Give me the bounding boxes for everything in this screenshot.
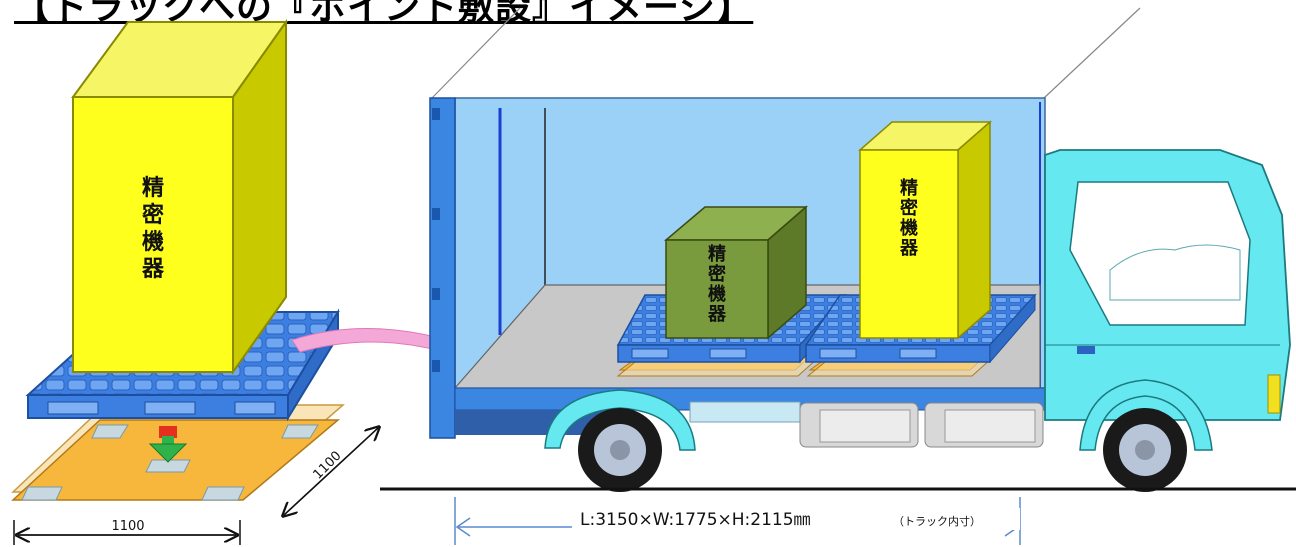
- tall-box-label-4: 器: [899, 238, 919, 259]
- tall-box-label-3: 機: [900, 217, 918, 239]
- tall-box-label-2: 密: [900, 197, 918, 219]
- large-box-label-1: 精: [142, 175, 164, 201]
- tall-box-label-1: 精: [900, 177, 918, 199]
- middle-box-label-3: 機: [708, 283, 726, 305]
- middle-box-label-1: 精: [708, 243, 726, 265]
- truck-dimensions-note: （トラック内寸）: [893, 514, 981, 528]
- truck-dimension: L:3150×W:1775×H:2115㎜ （トラック内寸）: [454, 497, 1021, 545]
- middle-box-label-4: 器: [707, 304, 727, 325]
- large-box-label-4: 器: [141, 257, 165, 282]
- truck-inner-dimensions: L:3150×W:1775×H:2115㎜: [580, 510, 811, 530]
- middle-equipment-box: 精 密 機 器: [663, 205, 809, 340]
- tall-equipment-box: 精 密 機 器: [858, 120, 992, 340]
- middle-box-label-2: 密: [708, 263, 726, 285]
- large-box-label-2: 密: [142, 202, 164, 228]
- pallet-depth-label: 1100: [311, 449, 345, 483]
- large-equipment-box: 精 密 機 器: [71, 18, 288, 376]
- pallet-width-dimension: 1100: [13, 519, 241, 545]
- large-box-label-3: 機: [142, 230, 164, 255]
- placement-arrow: [148, 426, 188, 463]
- pallet-width-label: 1100: [111, 519, 144, 534]
